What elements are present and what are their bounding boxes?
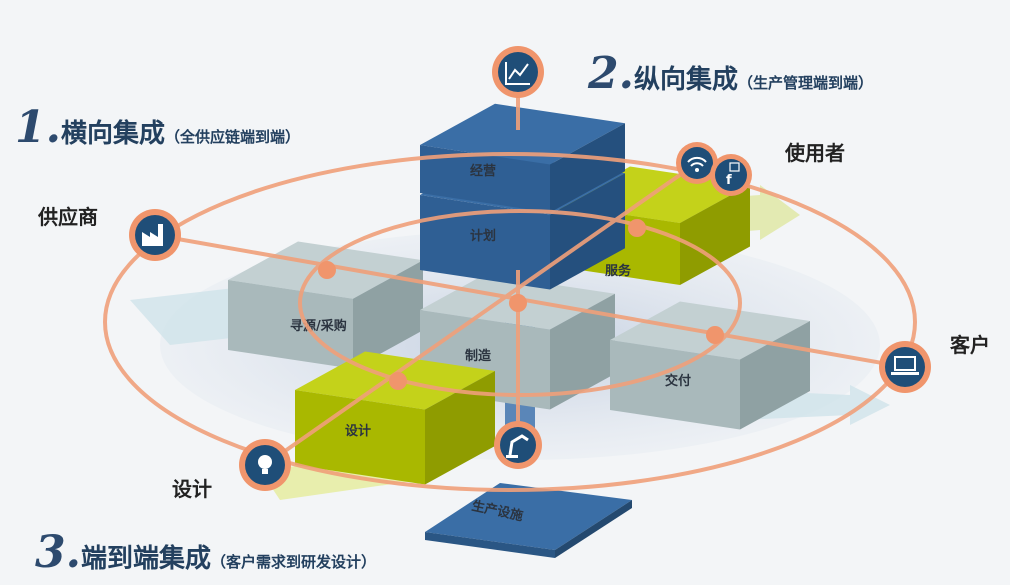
factory-icon: [129, 209, 181, 261]
junction-dot: [318, 261, 336, 279]
robot-arm-icon: [494, 421, 542, 469]
node-label-user: 使用者: [784, 141, 845, 165]
node-label-design: 设计: [172, 477, 212, 501]
box-label-delivery: 交付: [665, 373, 691, 389]
facebook-user-icon: f: [710, 154, 752, 196]
junction-dot: [509, 294, 527, 312]
box-operations: 经营: [420, 103, 625, 213]
box-label-sourcing: 寻源/采购: [290, 318, 347, 334]
horizontal-line: [154, 233, 906, 369]
title-horizontal: 1.横向集成（全供应链端到端）: [15, 102, 300, 153]
junction-dot: [628, 219, 646, 237]
junction-dot: [706, 326, 724, 344]
box-label-service: 服务: [605, 263, 632, 279]
title-vertical: 2.纵向集成（生产管理端到端）: [587, 48, 873, 99]
title-end-to-end: 3.端到端集成（客户需求到研发设计）: [35, 527, 376, 578]
chart-icon: [492, 46, 544, 98]
node-label-supplier: 供应商: [37, 205, 98, 229]
box-facility: 生产设施: [425, 483, 632, 558]
laptop-icon: [879, 341, 931, 393]
box-delivery: 交付: [610, 301, 810, 430]
box-label-design: 设计: [345, 423, 371, 439]
box-label-operations: 经营: [470, 163, 496, 179]
junction-dot: [389, 372, 407, 390]
wifi-icon: [676, 142, 718, 184]
box-label-manufacturing: 制造: [465, 348, 492, 364]
diagonal-line: [263, 161, 699, 467]
svg-text:f: f: [726, 173, 732, 188]
node-label-customer: 客户: [949, 333, 990, 357]
box-label-planning: 计划: [470, 228, 496, 244]
outer-ring: [103, 152, 917, 492]
lightbulb-icon: [239, 439, 291, 491]
